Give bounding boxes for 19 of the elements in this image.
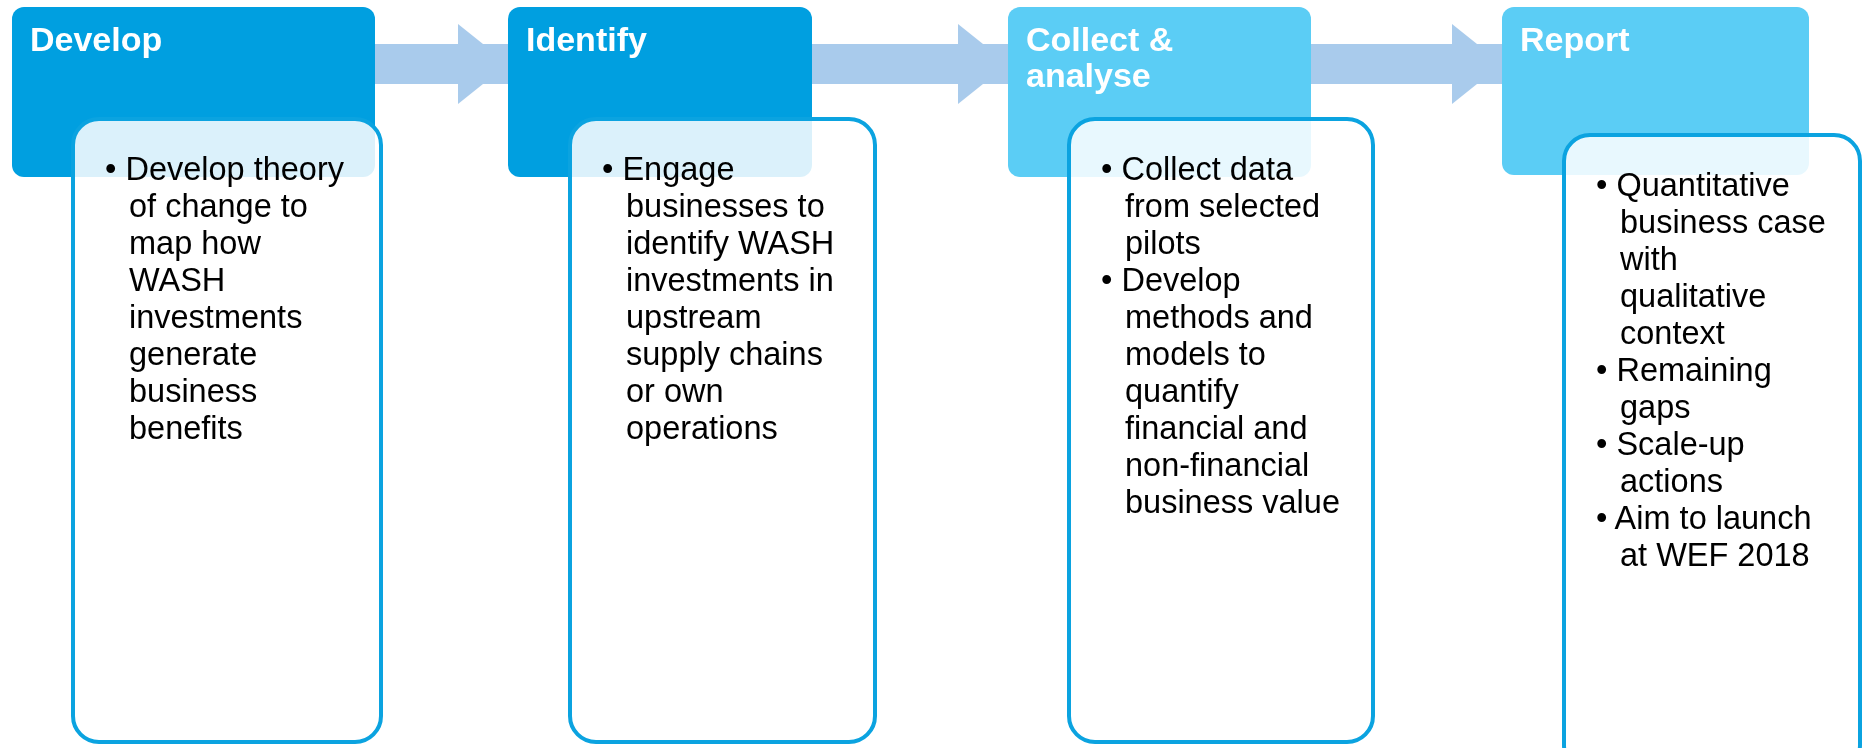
process-card (1562, 133, 1862, 748)
bullet-item: • Engage businesses to identify WASH investments in upstream supply chains or own operations (602, 151, 836, 447)
arrow (812, 24, 1008, 104)
step-title: Collect & analyse (1026, 21, 1175, 93)
process-card (71, 117, 383, 744)
bullet-item: • Remaining gaps (1596, 352, 1773, 426)
process-card (568, 117, 877, 744)
step-title: Report (1520, 21, 1631, 57)
bullet-item: • Develop methods and models to quantify financial and non-financial business value (1101, 262, 1341, 521)
bullet-item: • Aim to launch at WEF 2018 (1596, 500, 1813, 574)
bullet-item: • Develop theory of change to map how WASH investments generate business benefits (105, 151, 345, 447)
bullet-item: • Collect data from selected pilots (1101, 151, 1322, 262)
arrow (1311, 24, 1502, 104)
bullet-item: • Scale-up actions (1596, 426, 1746, 500)
step-title: Identify (526, 21, 648, 57)
arrow (375, 24, 508, 104)
process-card (1067, 117, 1375, 744)
bullet-item: • Quantitative business case with qualitative context (1596, 167, 1827, 352)
step-title: Develop (30, 21, 164, 57)
